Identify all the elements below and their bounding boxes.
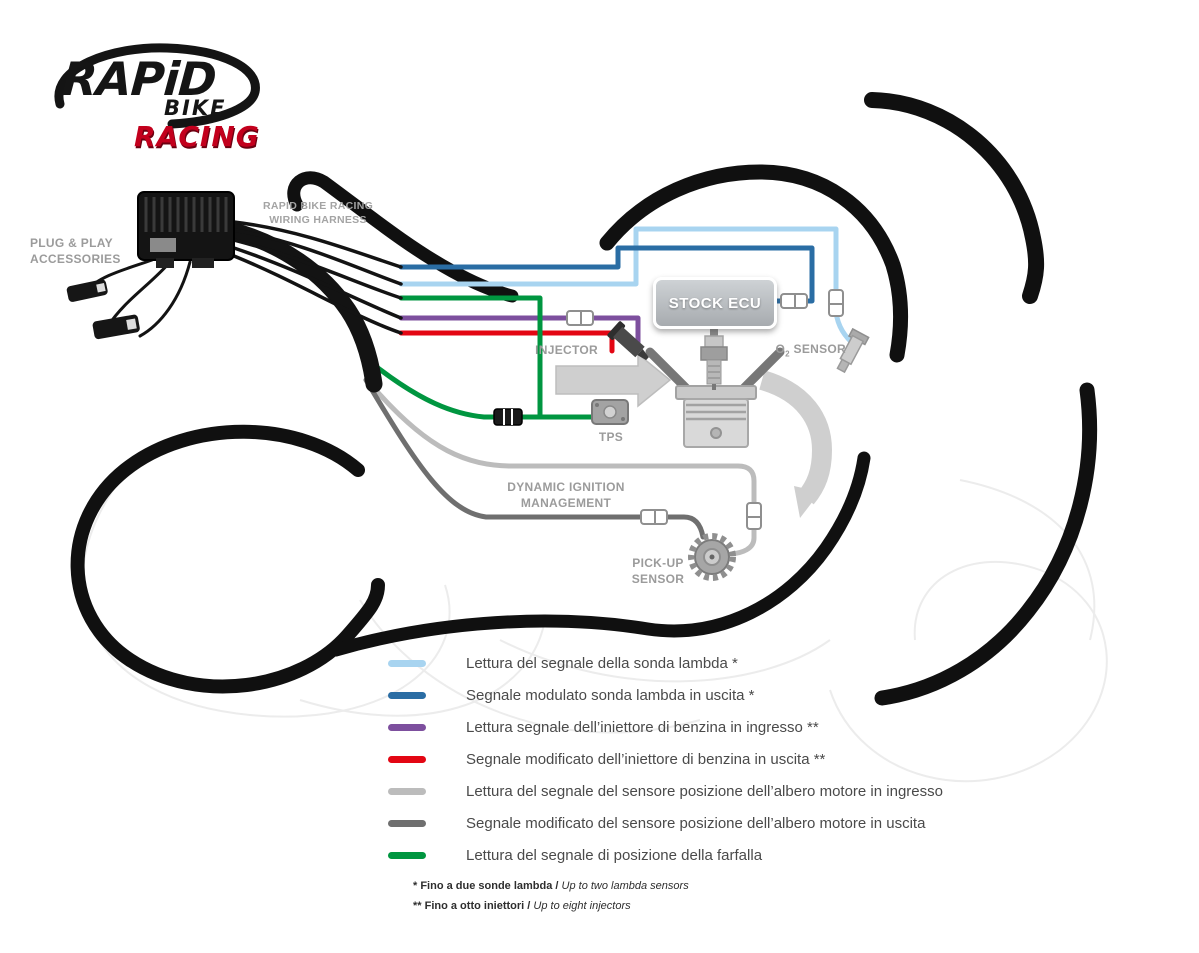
inline-connector-crank: [746, 502, 762, 530]
legend-row: Lettura del segnale della sonda lambda *: [388, 647, 943, 679]
harness-lead: [232, 220, 403, 269]
footnotes: * Fino a due sonde lambda / Up to two la…: [413, 876, 689, 916]
legend-swatch: [388, 659, 426, 667]
intake-arrow: [555, 352, 672, 408]
legend-row: Segnale modificato dell’iniettore di ben…: [388, 743, 943, 775]
footnote-lambda: * Fino a due sonde lambda / Up to two la…: [413, 880, 689, 892]
legend-swatch: [388, 691, 426, 699]
wire-injector-read: [398, 315, 641, 346]
piston-rings: [686, 403, 746, 421]
dynamic-ignition-label: DYNAMIC IGNITION MANAGEMENT: [507, 480, 625, 510]
frame-tail-line: [599, 164, 908, 363]
logo-racing-text: RACING: [134, 120, 260, 153]
legend-row: Lettura del segnale di posizione della f…: [388, 839, 943, 871]
spark-plug: [700, 329, 728, 390]
exhaust-arrow-head: [794, 486, 820, 518]
harness-lead: [232, 246, 403, 320]
accessory-wire: [138, 260, 192, 338]
accessory-connector: [92, 314, 140, 340]
inline-connector-lambda-in: [828, 289, 844, 317]
rapid-bike-logo: RAPiD BIKE RACING: [42, 30, 282, 153]
valve-cover-right: [737, 347, 785, 395]
front-wheel-loop: [70, 424, 385, 694]
pickup-sensor-label: PICK-UP SENSOR: [631, 556, 685, 586]
wire-tps-read: [375, 295, 595, 420]
harness-lead: [232, 254, 403, 335]
module-connector-stub: [192, 258, 214, 268]
tps-graphic: [591, 399, 629, 425]
harness-lead: [232, 238, 403, 300]
engine-assembly: [555, 329, 833, 518]
module-connector-stub: [156, 258, 174, 268]
logo-swoosh: [54, 43, 260, 129]
legend-row: Lettura del segnale del sensore posizion…: [388, 775, 943, 807]
wiring-harness-label: RAPID BIKE RACING WIRING HARNESS: [262, 200, 374, 226]
exhaust-arrow: [758, 370, 833, 505]
tail-swoosh: [864, 92, 1045, 304]
legend-label: Segnale modificato del sensore posizione…: [466, 814, 926, 832]
inline-connector-lambda-out: [780, 293, 808, 309]
plug-play-label: PLUG & PLAY ACCESSORIES: [30, 236, 121, 266]
inline-connector-tps: [493, 408, 523, 426]
legend-swatch: [388, 819, 426, 827]
legend-swatch: [388, 723, 426, 731]
harness-bundle: [221, 221, 383, 393]
harness-lead: [232, 228, 403, 286]
legend-label: Lettura del segnale della sonda lambda *: [466, 654, 738, 672]
legend-label: Lettura segnale dell’iniettore di benzin…: [466, 718, 819, 736]
logo-bike-text: BIKE: [164, 96, 227, 120]
injector-label: INJECTOR: [535, 343, 598, 357]
footnote-injectors: ** Fino a otto iniettori / Up to eight i…: [413, 900, 631, 912]
inline-connector-injector: [566, 310, 594, 326]
wire-crank-modified: [363, 377, 706, 540]
motorcycle-outline: [70, 92, 1098, 706]
rear-wheel-arc: [874, 382, 1098, 706]
rapid-bike-module: [137, 191, 235, 268]
o2-sensor-graphic: [836, 327, 870, 374]
inline-connector-pickup: [640, 509, 668, 525]
legend: Lettura del segnale della sonda lambda *…: [388, 647, 943, 871]
stock-ecu-box: STOCK ECU: [653, 277, 777, 329]
module-label-plate: [150, 238, 176, 252]
legend-row: Lettura segnale dell’iniettore di benzin…: [388, 711, 943, 743]
legend-row: Segnale modulato sonda lambda in uscita …: [388, 679, 943, 711]
valve-cover-left: [645, 347, 693, 395]
tps-label: TPS: [598, 430, 624, 444]
legend-label: Lettura del segnale del sensore posizion…: [466, 782, 943, 800]
legend-label: Segnale modificato dell’iniettore di ben…: [466, 750, 826, 768]
module-fins: [144, 197, 228, 232]
legend-swatch: [388, 851, 426, 859]
legend-row: Segnale modificato del sensore posizione…: [388, 807, 943, 839]
injector-graphic: [607, 321, 649, 361]
wrist-pin: [710, 427, 722, 439]
legend-label: Lettura del segnale di posizione della f…: [466, 846, 763, 864]
o2-sensor-label: O2 SENSOR: [775, 342, 846, 359]
legend-swatch: [388, 787, 426, 795]
belly-line: [329, 451, 871, 657]
accessory-connector: [66, 279, 108, 302]
pickup-sensor-gear: [688, 533, 736, 581]
legend-swatch: [388, 755, 426, 763]
legend-label: Segnale modulato sonda lambda in uscita …: [466, 686, 755, 704]
